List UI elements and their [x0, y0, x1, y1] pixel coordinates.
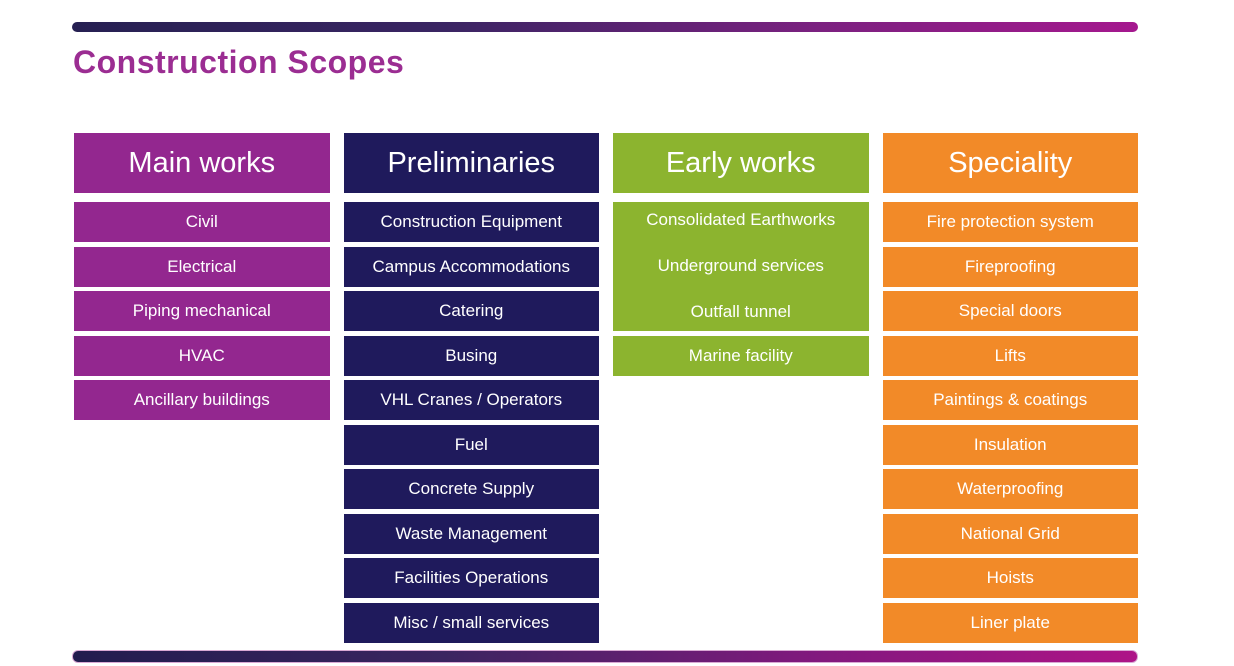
scope-item: Waterproofing: [882, 469, 1138, 509]
scope-item: VHL Cranes / Operators: [343, 380, 599, 420]
column-header: Preliminaries: [343, 133, 599, 193]
column-header: Speciality: [882, 133, 1138, 193]
scope-item: Marine facility: [613, 335, 869, 376]
bottom-accent-bar: [72, 650, 1138, 663]
scope-item: Fuel: [343, 424, 599, 465]
column-header: Early works: [613, 133, 869, 193]
scope-item: Ancillary buildings: [74, 380, 330, 420]
scope-item: Piping mechanical: [74, 291, 330, 331]
scope-item: Waste Management: [343, 513, 599, 554]
scope-item: Special doors: [882, 291, 1138, 331]
scope-item: HVAC: [74, 335, 330, 376]
column-header: Main works: [74, 133, 330, 193]
scope-item: Concrete Supply: [343, 469, 599, 509]
scope-item: Underground services: [657, 256, 824, 275]
scope-item: Busing: [343, 335, 599, 376]
scope-item: Facilities Operations: [343, 558, 599, 598]
scope-item: Catering: [343, 291, 599, 331]
scope-item: Outfall tunnel: [690, 302, 791, 321]
top-accent-bar: [72, 22, 1138, 32]
scope-item: Electrical: [74, 246, 330, 287]
scope-item: Construction Equipment: [343, 202, 599, 242]
page-title: Construction Scopes: [73, 44, 405, 80]
scope-item: National Grid: [882, 513, 1138, 554]
scope-item: Fireproofing: [882, 246, 1138, 287]
scope-item: Campus Accommodations: [343, 246, 599, 287]
scope-item: Liner plate: [882, 602, 1138, 643]
scope-item: Consolidated Earthworks: [646, 210, 836, 229]
scope-item: Hoists: [882, 558, 1138, 598]
scope-item: Insulation: [882, 424, 1138, 465]
scope-item: Lifts: [882, 335, 1138, 376]
scope-item: Misc / small services: [343, 602, 599, 643]
scope-item: Civil: [74, 202, 330, 242]
scope-item: Paintings & coatings: [882, 380, 1138, 420]
scope-item: Fire protection system: [882, 202, 1138, 242]
